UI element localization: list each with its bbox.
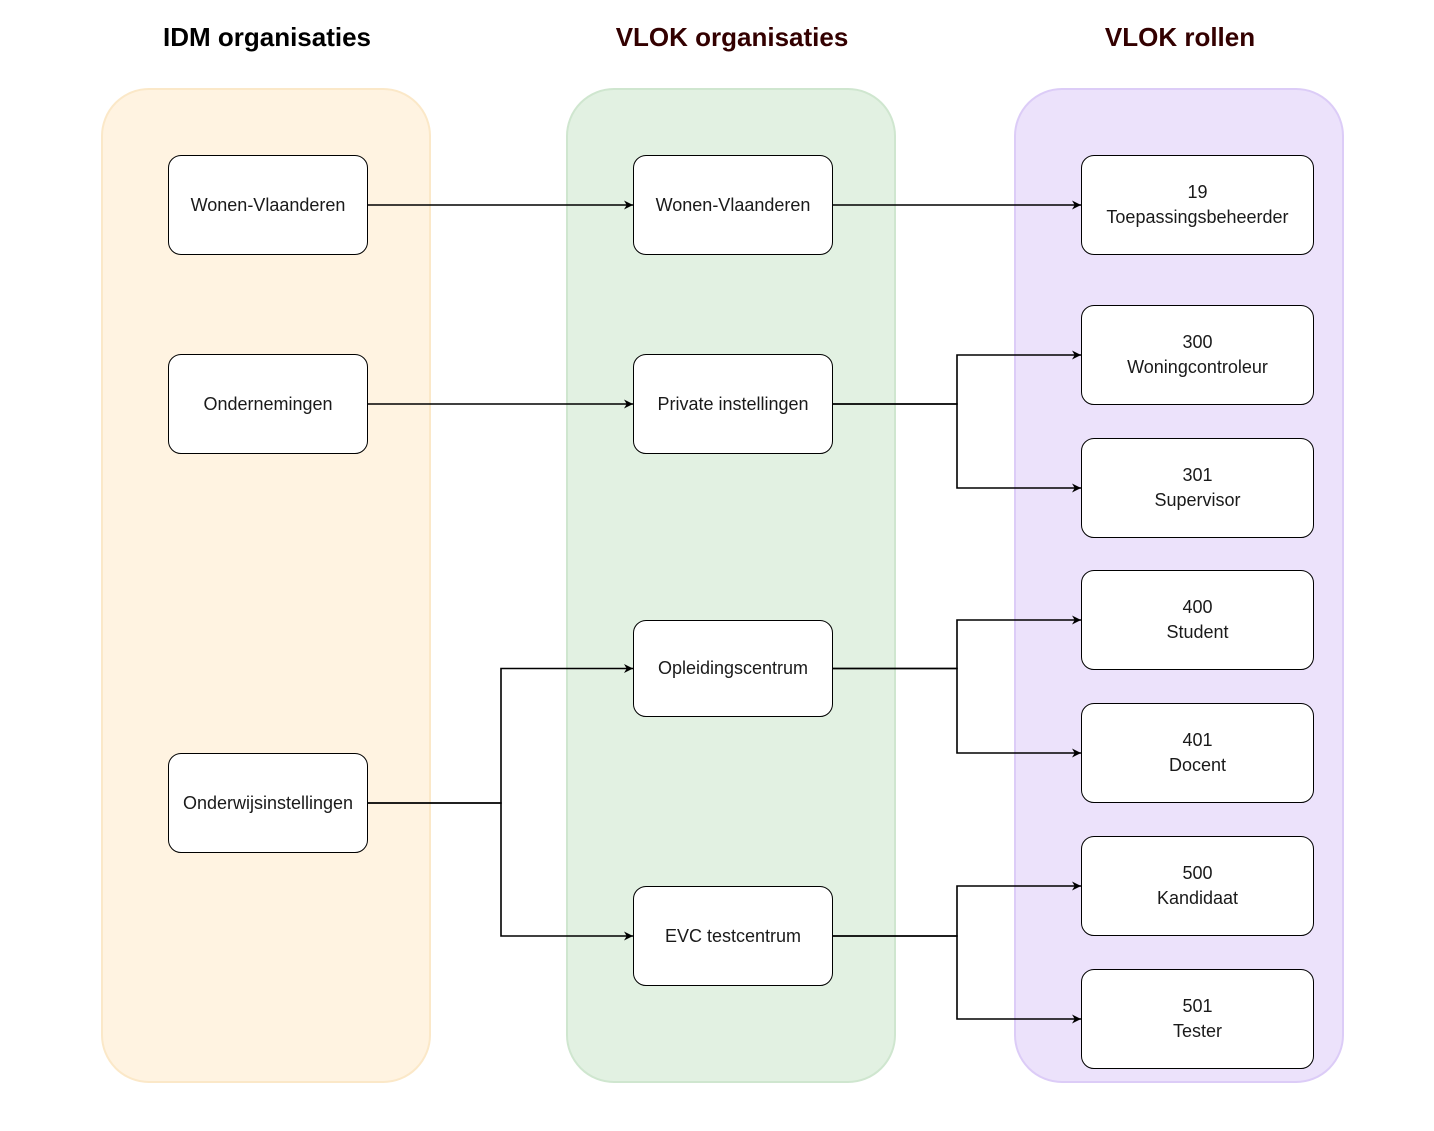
idm-node-onderwijsinstellingen[interactable]: Onderwijsinstellingen bbox=[168, 753, 368, 853]
node-label: Wonen-Vlaanderen bbox=[655, 194, 811, 215]
edge-org-private-to-role-301 bbox=[833, 403, 1081, 493]
role-node-300[interactable]: 300 Woningcontroleur bbox=[1081, 305, 1314, 405]
column-title-vlok-rollen: VLOK rollen bbox=[1104, 22, 1256, 52]
role-code: 500 bbox=[1182, 863, 1213, 883]
node-label: Wonen-Vlaanderen bbox=[190, 194, 346, 215]
role-node-400[interactable]: 400 Student bbox=[1081, 570, 1314, 670]
edge-org-opleiding-to-role-401 bbox=[833, 667, 1081, 758]
role-code: 300 bbox=[1182, 332, 1213, 352]
node-label: Private instellingen bbox=[657, 393, 809, 414]
role-label: Tester bbox=[1172, 1021, 1223, 1041]
node-label: Onderwijsinstellingen bbox=[182, 792, 354, 813]
edge-idm-onderwijs-to-org-opleiding bbox=[368, 664, 633, 804]
column-title-vlok-organisaties: VLOK organisaties bbox=[615, 22, 849, 52]
idm-node-wonen-vlaanderen[interactable]: Wonen-Vlaanderen bbox=[168, 155, 368, 255]
role-label: Docent bbox=[1168, 755, 1227, 775]
role-code: 401 bbox=[1182, 730, 1213, 750]
edge-org-evc-to-role-501 bbox=[833, 935, 1081, 1024]
role-node-19[interactable]: 19 Toepassingsbeheerder bbox=[1081, 155, 1314, 255]
node-label: Opleidingscentrum bbox=[657, 658, 809, 678]
role-label: Student bbox=[1166, 622, 1229, 642]
org-node-evc-testcentrum[interactable]: EVC testcentrum bbox=[633, 886, 833, 986]
org-node-opleidingscentrum[interactable]: Opleidingscentrum bbox=[633, 620, 833, 717]
org-node-wonen-vlaanderen[interactable]: Wonen-Vlaanderen bbox=[633, 155, 833, 255]
role-label: Toepassingsbeheerder bbox=[1106, 207, 1289, 227]
node-label: Ondernemingen bbox=[203, 393, 333, 414]
role-node-500[interactable]: 500 Kandidaat bbox=[1081, 836, 1314, 936]
role-code: 400 bbox=[1182, 597, 1213, 617]
idm-node-ondernemingen[interactable]: Ondernemingen bbox=[168, 354, 368, 454]
edge-idm-onderwijs-to-org-evc bbox=[368, 802, 633, 941]
role-label: Supervisor bbox=[1154, 490, 1241, 510]
role-code: 19 bbox=[1187, 182, 1208, 202]
edge-org-evc-to-role-500 bbox=[833, 881, 1081, 937]
role-code: 501 bbox=[1182, 996, 1213, 1016]
role-node-501[interactable]: 501 Tester bbox=[1081, 969, 1314, 1069]
org-node-private-instellingen[interactable]: Private instellingen bbox=[633, 354, 833, 454]
edge-org-opleiding-to-role-400 bbox=[833, 615, 1081, 670]
role-label: Woningcontroleur bbox=[1127, 357, 1268, 377]
role-node-301[interactable]: 301 Supervisor bbox=[1081, 438, 1314, 538]
node-label: EVC testcentrum bbox=[664, 925, 802, 946]
role-node-401[interactable]: 401 Docent bbox=[1081, 703, 1314, 803]
edge-org-private-to-role-300 bbox=[833, 350, 1081, 405]
role-label: Kandidaat bbox=[1156, 888, 1239, 908]
column-title-idm: IDM organisaties bbox=[162, 22, 372, 52]
role-code: 301 bbox=[1182, 465, 1213, 485]
